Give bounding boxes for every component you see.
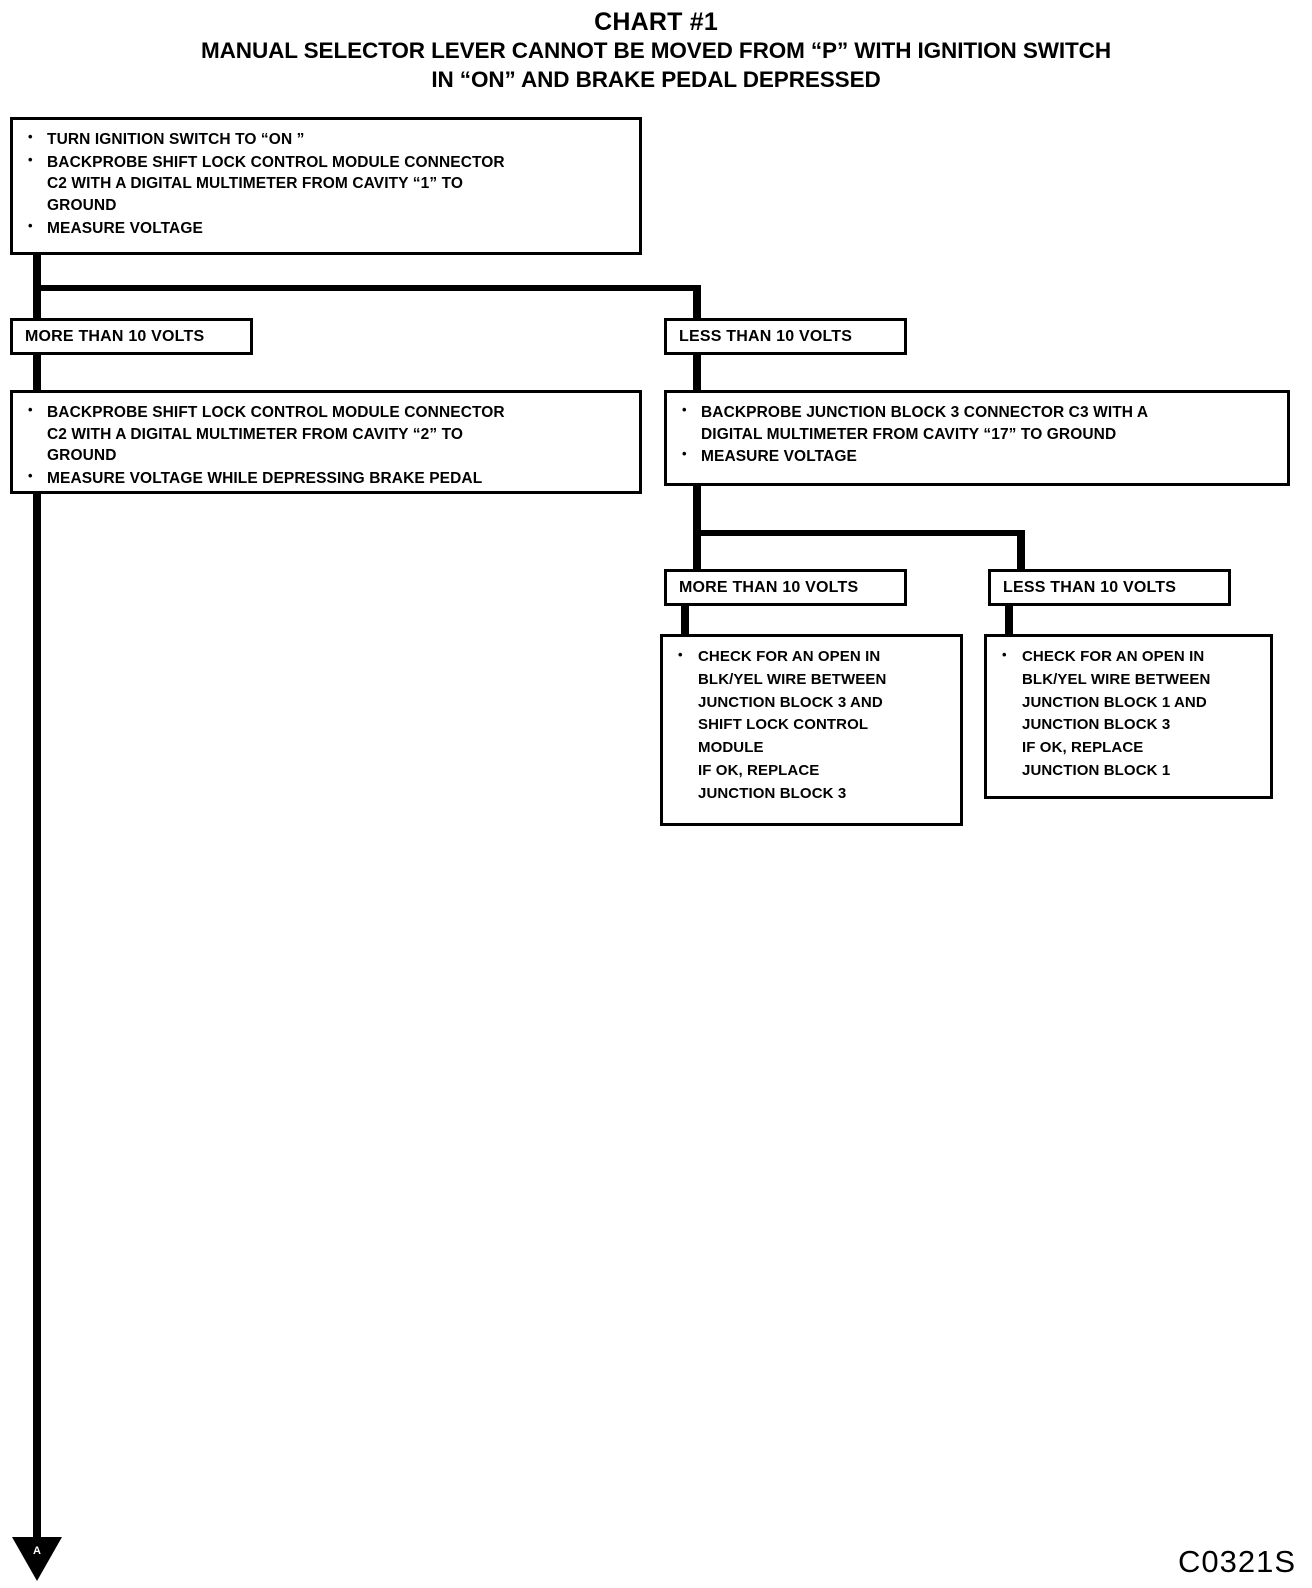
connector-start-down <box>33 253 41 290</box>
decision-less-than-10-volts-right: LESS THAN 10 VOLTS <box>664 318 907 355</box>
bullet-list: BACKPROBE SHIFT LOCK CONTROL MODULE CONN… <box>23 401 629 490</box>
off-page-connector-arrow <box>12 1537 62 1581</box>
box-result-less-than: CHECK FOR AN OPEN IN BLK/YEL WIRE BETWEE… <box>984 634 1273 799</box>
bullet-list: BACKPROBE JUNCTION BLOCK 3 CONNECTOR C3 … <box>677 401 1277 468</box>
connector-more-level2-to-result <box>681 603 689 638</box>
connector-less-level2-to-result <box>1005 603 1013 638</box>
connector-to-more-left <box>33 285 41 323</box>
decision-more-than-10-volts-level2: MORE THAN 10 VOLTS <box>664 569 907 606</box>
box-start-test: TURN IGNITION SWITCH TO “ON ” BACKPROBE … <box>10 117 642 255</box>
connector-to-more-level2 <box>693 530 701 572</box>
decision-less-than-10-volts-level2: LESS THAN 10 VOLTS <box>988 569 1231 606</box>
box-left-test: BACKPROBE SHIFT LOCK CONTROL MODULE CONN… <box>10 390 642 494</box>
bullet-item: TURN IGNITION SWITCH TO “ON ” <box>23 128 629 151</box>
chart-title-block: CHART #1 MANUAL SELECTOR LEVER CANNOT BE… <box>0 8 1312 93</box>
connector-split-horizontal-bottom <box>693 530 1025 536</box>
decision-label: MORE THAN 10 VOLTS <box>679 578 859 596</box>
bullet-item: MEASURE VOLTAGE <box>23 217 629 240</box>
decision-label: LESS THAN 10 VOLTS <box>679 327 853 345</box>
document-code: C0321S <box>1177 1544 1296 1579</box>
connector-more-left-to-test <box>33 352 41 392</box>
decision-label: MORE THAN 10 VOLTS <box>25 327 205 345</box>
connector-right-test-down <box>693 486 701 536</box>
bullet-item: MEASURE VOLTAGE WHILE DEPRESSING BRAKE P… <box>23 467 629 490</box>
connector-less-right-to-test <box>693 352 701 392</box>
chart-title: CHART #1 <box>594 8 718 36</box>
bullet-item: CHECK FOR AN OPEN IN BLK/YEL WIRE BETWEE… <box>673 645 950 806</box>
bullet-item: BACKPROBE SHIFT LOCK CONTROL MODULE CONN… <box>23 401 629 467</box>
connector-split-horizontal-top <box>33 285 701 291</box>
decision-more-than-10-volts-left: MORE THAN 10 VOLTS <box>10 318 253 355</box>
box-right-test: BACKPROBE JUNCTION BLOCK 3 CONNECTOR C3 … <box>664 390 1290 486</box>
decision-label: LESS THAN 10 VOLTS <box>1003 578 1177 596</box>
off-page-connector-label: A <box>33 1545 41 1557</box>
bullet-item: BACKPROBE JUNCTION BLOCK 3 CONNECTOR C3 … <box>677 401 1277 445</box>
bullet-list: TURN IGNITION SWITCH TO “ON ” BACKPROBE … <box>23 128 629 240</box>
box-result-more-than: CHECK FOR AN OPEN IN BLK/YEL WIRE BETWEE… <box>660 634 963 826</box>
chart-subtitle-line-2: IN “ON” AND BRAKE PEDAL DEPRESSED <box>431 66 881 92</box>
connector-to-less-right <box>693 285 701 323</box>
bullet-item: MEASURE VOLTAGE <box>677 445 1277 468</box>
bullet-list: CHECK FOR AN OPEN IN BLK/YEL WIRE BETWEE… <box>673 645 950 806</box>
bullet-item: CHECK FOR AN OPEN IN BLK/YEL WIRE BETWEE… <box>997 645 1260 783</box>
bullet-list: CHECK FOR AN OPEN IN BLK/YEL WIRE BETWEE… <box>997 645 1260 783</box>
chart-subtitle-line-1: MANUAL SELECTOR LEVER CANNOT BE MOVED FR… <box>201 38 1111 63</box>
connector-to-less-level2 <box>1017 530 1025 572</box>
bullet-item: BACKPROBE SHIFT LOCK CONTROL MODULE CONN… <box>23 151 629 217</box>
connector-left-long-vertical <box>33 492 41 1540</box>
